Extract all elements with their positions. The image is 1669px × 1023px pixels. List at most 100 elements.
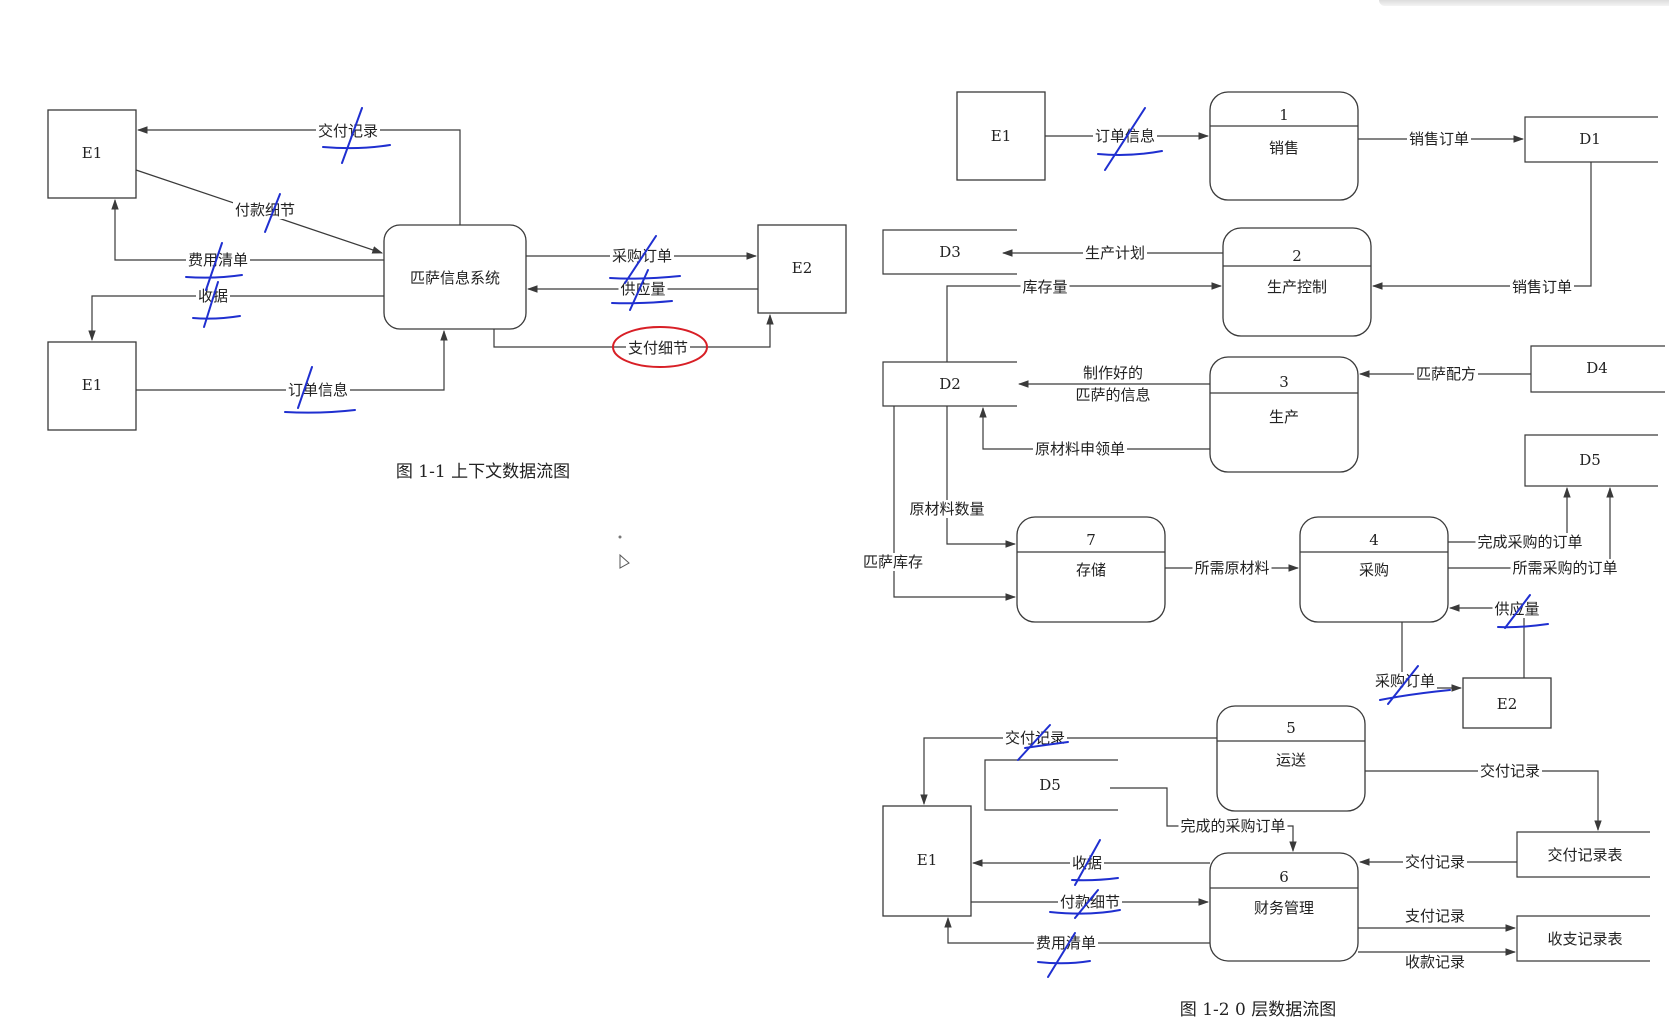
entity-e1-bottom-label: E1 xyxy=(917,851,938,869)
store-ledger-table-label: 收支记录表 xyxy=(1547,930,1622,948)
store-d5-right xyxy=(1524,434,1658,487)
process-2-name: 生产控制 xyxy=(1267,278,1327,296)
label-backing xyxy=(1510,559,1620,577)
label-backing xyxy=(860,553,926,571)
label-backing xyxy=(1080,364,1146,382)
flow-delivery-record-label: 交付记录 xyxy=(318,122,378,140)
process-7-name: 存储 xyxy=(1076,561,1106,579)
flow-pizza-recipe-label: 匹萨配方 xyxy=(1416,365,1476,383)
flow-completed-po-2-label: 完成的采购订单 xyxy=(1180,817,1285,835)
label-backing xyxy=(1406,130,1472,148)
label-backing xyxy=(1402,907,1468,925)
flow-delivery-record-right-label: 交付记录 xyxy=(1480,762,1540,780)
figure-1-2: E1 E1 E2 1 销售 2 生产控制 3 生产 7 存储 xyxy=(860,91,1665,1020)
flow-needed-material-label: 所需原材料 xyxy=(1194,559,1269,577)
flow-stock-qty-label: 库存量 xyxy=(1022,278,1067,296)
process-5-number: 5 xyxy=(1286,719,1296,737)
handwritten-marks-fig2 xyxy=(1017,107,1549,978)
flow-material-qty xyxy=(946,406,1017,548)
label-backing xyxy=(1002,729,1068,747)
figure-1-2-caption: 图 1-2 0 层数据流图 xyxy=(1180,1000,1336,1020)
flow-delivery-record-in-label: 交付记录 xyxy=(1405,853,1465,871)
flow-expense-list-label: 费用清单 xyxy=(188,251,248,269)
entity-e1-top-label: E1 xyxy=(82,144,103,162)
entity-e1-top xyxy=(47,109,137,199)
store-d3 xyxy=(882,229,1017,275)
process-pizza-system-label: 匹萨信息系统 xyxy=(410,269,500,287)
process-2: 2 生产控制 xyxy=(1222,227,1372,337)
label-backing xyxy=(1402,953,1468,971)
flow-expense-list xyxy=(944,916,1210,944)
flow-receipt xyxy=(88,295,384,342)
mouse-cursor-icon xyxy=(619,553,630,569)
store-d2 xyxy=(882,361,1017,407)
stray-dot xyxy=(618,535,622,539)
flow-made-pizza-label-2: 匹萨的信息 xyxy=(1075,386,1150,404)
label-backing xyxy=(1020,278,1070,296)
entity-e2 xyxy=(757,224,847,314)
store-d2-label: D2 xyxy=(939,375,961,393)
label-backing xyxy=(1057,893,1123,911)
label-backing xyxy=(625,339,691,357)
process-7-number: 7 xyxy=(1086,531,1096,549)
process-2-number: 2 xyxy=(1292,247,1302,265)
flow-needed-po-label: 所需采购的订单 xyxy=(1512,559,1617,577)
label-backing xyxy=(315,122,381,140)
store-d5-right-label: D5 xyxy=(1579,451,1601,469)
flow-order-info xyxy=(136,329,448,391)
process-1-name: 销售 xyxy=(1269,139,1299,157)
label-backing xyxy=(1509,278,1575,296)
label-backing xyxy=(907,500,987,518)
label-backing xyxy=(185,251,251,269)
store-d4 xyxy=(1530,345,1665,393)
flow-completed-po-2 xyxy=(1110,787,1297,853)
store-d4-label: D4 xyxy=(1586,359,1608,377)
entity-e2-label: E2 xyxy=(1497,695,1518,713)
flow-order-info-label: 订单信息 xyxy=(1095,127,1155,145)
process-6-number: 6 xyxy=(1279,868,1289,886)
flow-material-qty-label: 原材料数量 xyxy=(909,500,984,518)
handwritten-marks-fig1 xyxy=(185,107,681,414)
label-backing xyxy=(1192,559,1272,577)
flow-collect-record-label: 收款记录 xyxy=(1405,953,1465,971)
process-3-name: 生产 xyxy=(1269,408,1299,426)
flow-stock-qty xyxy=(946,282,1223,362)
process-3: 3 生产 xyxy=(1209,356,1359,473)
entity-e1-top-label: E1 xyxy=(991,127,1012,145)
label-backing xyxy=(618,280,668,298)
red-circle-annotation xyxy=(612,326,708,368)
label-backing xyxy=(1032,440,1128,458)
store-d1-label: D1 xyxy=(1579,130,1601,148)
flow-completed-po-label: 完成采购的订单 xyxy=(1477,533,1582,551)
process-1: 1 销售 xyxy=(1209,91,1359,201)
flow-pizza-stock xyxy=(893,406,1017,601)
process-3-number: 3 xyxy=(1279,373,1289,391)
process-4: 4 采购 xyxy=(1299,516,1449,623)
label-backing xyxy=(1402,853,1468,871)
flow-payment-detail-label: 付款细节 xyxy=(235,201,295,219)
store-ledger-table xyxy=(1516,915,1650,962)
flow-pay-detail-label: 支付细节 xyxy=(628,339,688,357)
store-delivery-table-label: 交付记录表 xyxy=(1547,846,1622,864)
figure-1-1: E1 E1 匹萨信息系统 E2 交付记录 付款细节 费用清单 收据 订单信息 采… xyxy=(47,107,847,569)
store-d5-left xyxy=(984,759,1118,811)
flow-material-request xyxy=(979,406,1210,450)
flow-expense-list xyxy=(111,198,384,261)
flow-made-pizza-label-1: 制作好的 xyxy=(1083,364,1143,382)
process-1-number: 1 xyxy=(1279,106,1289,124)
figure-1-1-caption: 图 1-1 上下文数据流图 xyxy=(396,462,570,482)
flow-payment-detail-label: 付款细节 xyxy=(1060,893,1120,911)
process-4-number: 4 xyxy=(1369,531,1379,549)
label-backing xyxy=(1475,533,1585,551)
window-edge xyxy=(1379,0,1669,6)
flow-order-info-label: 订单信息 xyxy=(288,381,348,399)
store-d3-label: D3 xyxy=(939,243,961,261)
label-backing xyxy=(232,201,298,219)
entity-e1-bottom xyxy=(47,341,137,431)
process-pizza-system xyxy=(383,224,527,330)
flow-delivery-record-left-label: 交付记录 xyxy=(1005,729,1065,747)
label-backing xyxy=(1492,600,1542,618)
store-d5-left-label: D5 xyxy=(1039,776,1061,794)
process-5: 5 运送 xyxy=(1216,705,1366,812)
flow-supply-qty-label: 供应量 xyxy=(620,280,665,298)
